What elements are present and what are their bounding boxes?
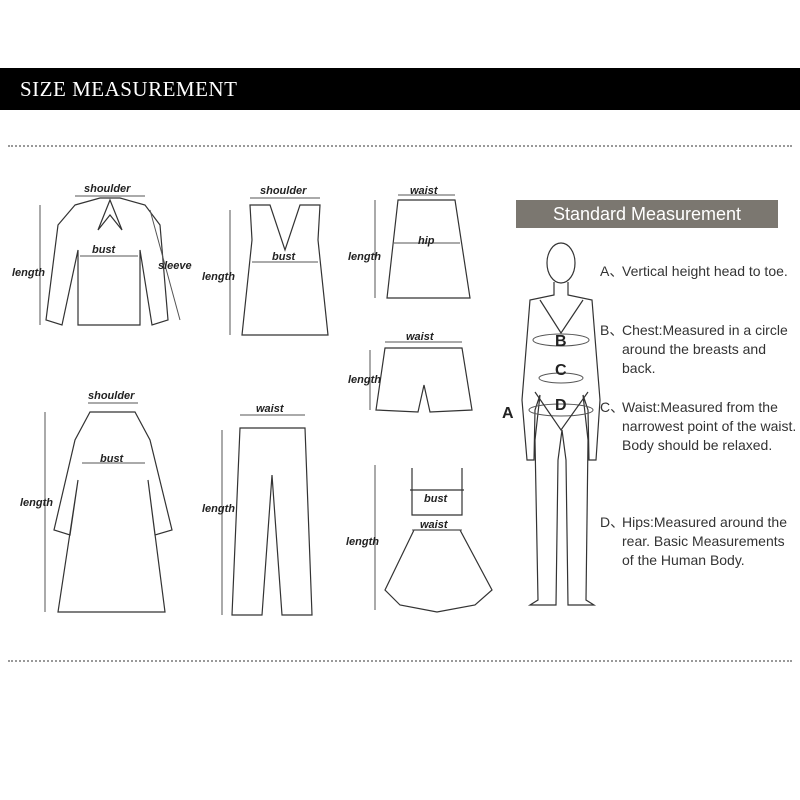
desc-item-c: C、Waist:Measured from the narrowest poin…	[600, 399, 797, 453]
body-label-d: D	[555, 397, 567, 414]
divider-bottom	[8, 660, 792, 662]
vest-diagram: shoulder bust length	[202, 185, 329, 336]
shirt-shoulder-label: shoulder	[84, 183, 131, 195]
pants-waist-label: waist	[256, 403, 285, 415]
skirt-length-label: length	[348, 251, 381, 263]
header-bar: SIZE MEASUREMENT	[0, 68, 800, 110]
divider-top	[8, 145, 792, 147]
body-label-a: A	[502, 405, 514, 422]
body-label-c: C	[555, 362, 567, 379]
coat-length-label: length	[20, 497, 53, 509]
shirt-bust-label: bust	[92, 244, 117, 256]
skirt-waist-label: waist	[410, 185, 439, 197]
header-title: SIZE MEASUREMENT	[20, 77, 238, 101]
shirt-diagram: shoulder bust length sleeve	[12, 183, 192, 326]
desc-item-a: A、Vertical height head to toe.	[600, 263, 788, 279]
pants-diagram: waist length	[202, 403, 313, 616]
dress-diagram: bust waist length	[346, 465, 493, 613]
dress-length-label: length	[346, 536, 379, 548]
desc-item-d: D、Hips:Measured around the rear. Basic M…	[600, 514, 787, 568]
coat-diagram: shoulder bust length	[20, 390, 173, 613]
shirt-sleeve-label: sleeve	[158, 260, 192, 272]
body-label-b: B	[555, 333, 567, 350]
coat-bust-label: bust	[100, 453, 125, 465]
vest-shoulder-label: shoulder	[260, 185, 307, 197]
standard-measurement-title: Standard Measurement	[516, 200, 778, 228]
dress-bust-label: bust	[424, 493, 449, 505]
coat-shoulder-label: shoulder	[88, 390, 135, 402]
skirt-diagram: waist hip length	[348, 185, 471, 299]
shorts-diagram: waist length	[348, 331, 473, 413]
skirt-hip-label: hip	[418, 235, 435, 247]
desc-item-b: B、Chest:Measured in a circle around the …	[600, 322, 788, 376]
shirt-length-label: length	[12, 267, 45, 279]
vest-length-label: length	[202, 271, 235, 283]
shorts-length-label: length	[348, 374, 381, 386]
dress-waist-label: waist	[420, 519, 449, 531]
vest-bust-label: bust	[272, 251, 297, 263]
pants-length-label: length	[202, 503, 235, 515]
body-figure: B C D A	[502, 242, 601, 606]
shorts-waist-label: waist	[406, 331, 435, 343]
